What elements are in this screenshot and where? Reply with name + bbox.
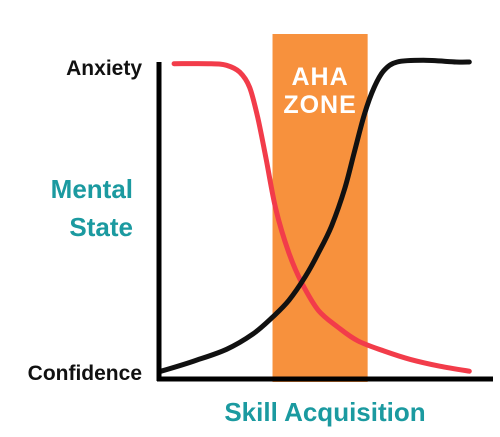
- y-tick-label-anxiety: Anxiety: [66, 57, 142, 80]
- series-line-anxiety-curve: [171, 61, 472, 374]
- aha-zone-label-line-1: AHA: [291, 63, 348, 91]
- aha-zone-label-line-2: ZONE: [283, 91, 356, 119]
- y-axis-title-line-1: Mental: [51, 174, 133, 204]
- y-axis-title-line-2: State: [69, 212, 133, 242]
- x-axis-title: Skill Acquisition: [224, 397, 425, 427]
- series-line-confidence-curve: [158, 57, 472, 374]
- y-tick-label-confidence: Confidence: [28, 362, 142, 385]
- aha-zone-band: [272, 34, 368, 382]
